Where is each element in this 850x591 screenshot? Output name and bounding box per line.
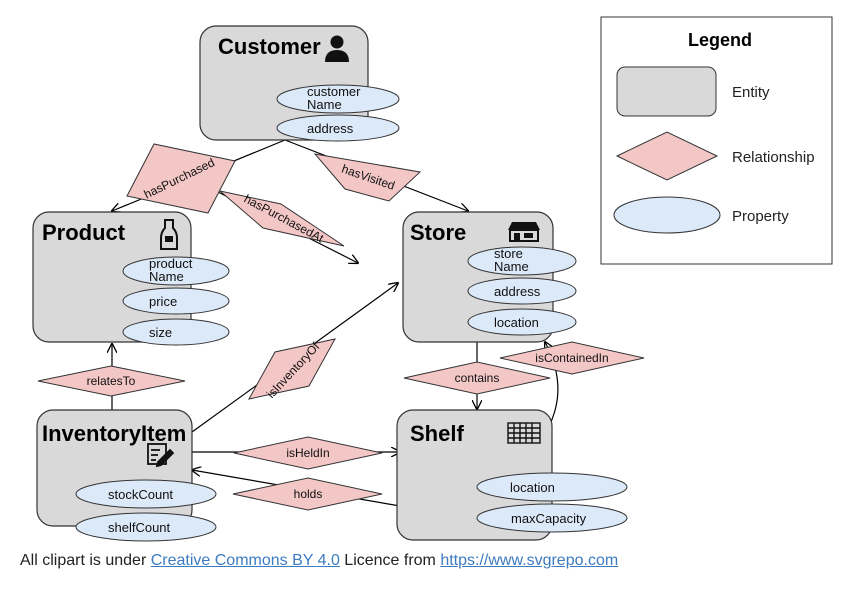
- relationship-holds: holds: [232, 477, 383, 511]
- attribution-footer: All clipart is under Creative Commons BY…: [20, 552, 618, 570]
- clipboard-pen-icon: [147, 443, 175, 468]
- relationship-relates-to-label: relatesTo: [87, 374, 136, 388]
- property-shelf-location: location: [476, 472, 628, 502]
- relationship-contains: contains: [403, 361, 551, 395]
- grid-icon: [507, 422, 541, 444]
- property-customer-name-line1: customer: [307, 84, 361, 99]
- property-store-location-text: location: [494, 315, 539, 330]
- property-store-name: store Name: [467, 246, 577, 276]
- entity-product: Product product Name price size: [32, 211, 230, 346]
- storefront-icon: [508, 222, 540, 242]
- legend-relationship-label: Relationship: [732, 149, 815, 166]
- legend-entity-label: Entity: [732, 84, 770, 101]
- person-icon: [325, 35, 349, 62]
- property-customer-address-text: address: [307, 121, 354, 136]
- relationship-relates-to: relatesTo: [37, 365, 186, 397]
- relationship-is-inventory-of: isInventoryOf: [248, 338, 336, 401]
- property-customer-name: customer Name: [276, 84, 400, 114]
- property-shelf-count: shelfCount: [75, 512, 217, 542]
- entity-inventory-item: InventoryItem stockCount shelfCount: [36, 409, 217, 542]
- license-link[interactable]: Creative Commons BY 4.0: [150, 552, 340, 569]
- entity-shelf-title: Shelf: [410, 421, 464, 446]
- footer-prefix: All clipart is under: [20, 552, 151, 569]
- relationship-has-purchased: hasPurchased: [126, 143, 236, 214]
- property-store-name-line1: store: [494, 246, 523, 261]
- entity-inventory-item-title: InventoryItem: [42, 421, 186, 446]
- entity-store: Store store Name address location: [402, 211, 577, 343]
- property-product-name-line2: Name: [149, 269, 184, 284]
- relationship-is-held-in: isHeldIn: [233, 436, 383, 470]
- property-product-name-line1: product: [149, 256, 193, 271]
- relationship-has-purchased-at: hasPurchasedAt: [219, 190, 345, 247]
- footer-middle: Licence from: [339, 552, 441, 569]
- relationship-is-contained-in-label: isContainedIn: [535, 351, 608, 365]
- property-shelf-max-capacity: maxCapacity: [476, 503, 628, 533]
- property-store-address-text: address: [494, 284, 541, 299]
- entity-store-title: Store: [410, 220, 466, 245]
- entity-product-title: Product: [42, 220, 126, 245]
- relationship-contains-label: contains: [455, 371, 500, 385]
- legend-entity-swatch: [616, 66, 717, 117]
- relationship-is-contained-in: isContainedIn: [499, 341, 645, 375]
- property-product-price-text: price: [149, 294, 177, 309]
- property-product-price: price: [122, 287, 230, 315]
- property-customer-address: address: [276, 114, 400, 142]
- property-customer-name-line2: Name: [307, 97, 342, 112]
- legend: Legend Entity Relationship Property: [600, 16, 833, 265]
- property-shelf-count-text: shelfCount: [108, 520, 171, 535]
- property-store-name-line2: Name: [494, 259, 529, 274]
- property-shelf-max-capacity-text: maxCapacity: [511, 511, 587, 526]
- property-stock-count: stockCount: [75, 479, 217, 509]
- property-product-size-text: size: [149, 325, 172, 340]
- relationship-is-held-in-label: isHeldIn: [286, 446, 329, 460]
- property-stock-count-text: stockCount: [108, 487, 173, 502]
- legend-property-label: Property: [732, 208, 789, 225]
- relationship-has-visited: hasVisited: [313, 153, 422, 202]
- entity-customer-title: Customer: [218, 34, 321, 59]
- legend-relationship-swatch: [615, 131, 719, 181]
- legend-title: Legend: [688, 30, 752, 50]
- relationship-holds-label: holds: [294, 487, 323, 501]
- entity-shelf: Shelf location maxCapacity: [396, 409, 628, 541]
- property-store-location: location: [467, 308, 577, 336]
- legend-property-swatch: [613, 196, 721, 234]
- property-product-size: size: [122, 318, 230, 346]
- entity-customer: Customer customer Name address: [199, 25, 400, 142]
- property-shelf-location-text: location: [510, 480, 555, 495]
- source-link[interactable]: https://www.svgrepo.com: [440, 552, 619, 569]
- bottle-icon: [160, 219, 178, 250]
- property-product-name: product Name: [122, 256, 230, 286]
- property-store-address: address: [467, 277, 577, 305]
